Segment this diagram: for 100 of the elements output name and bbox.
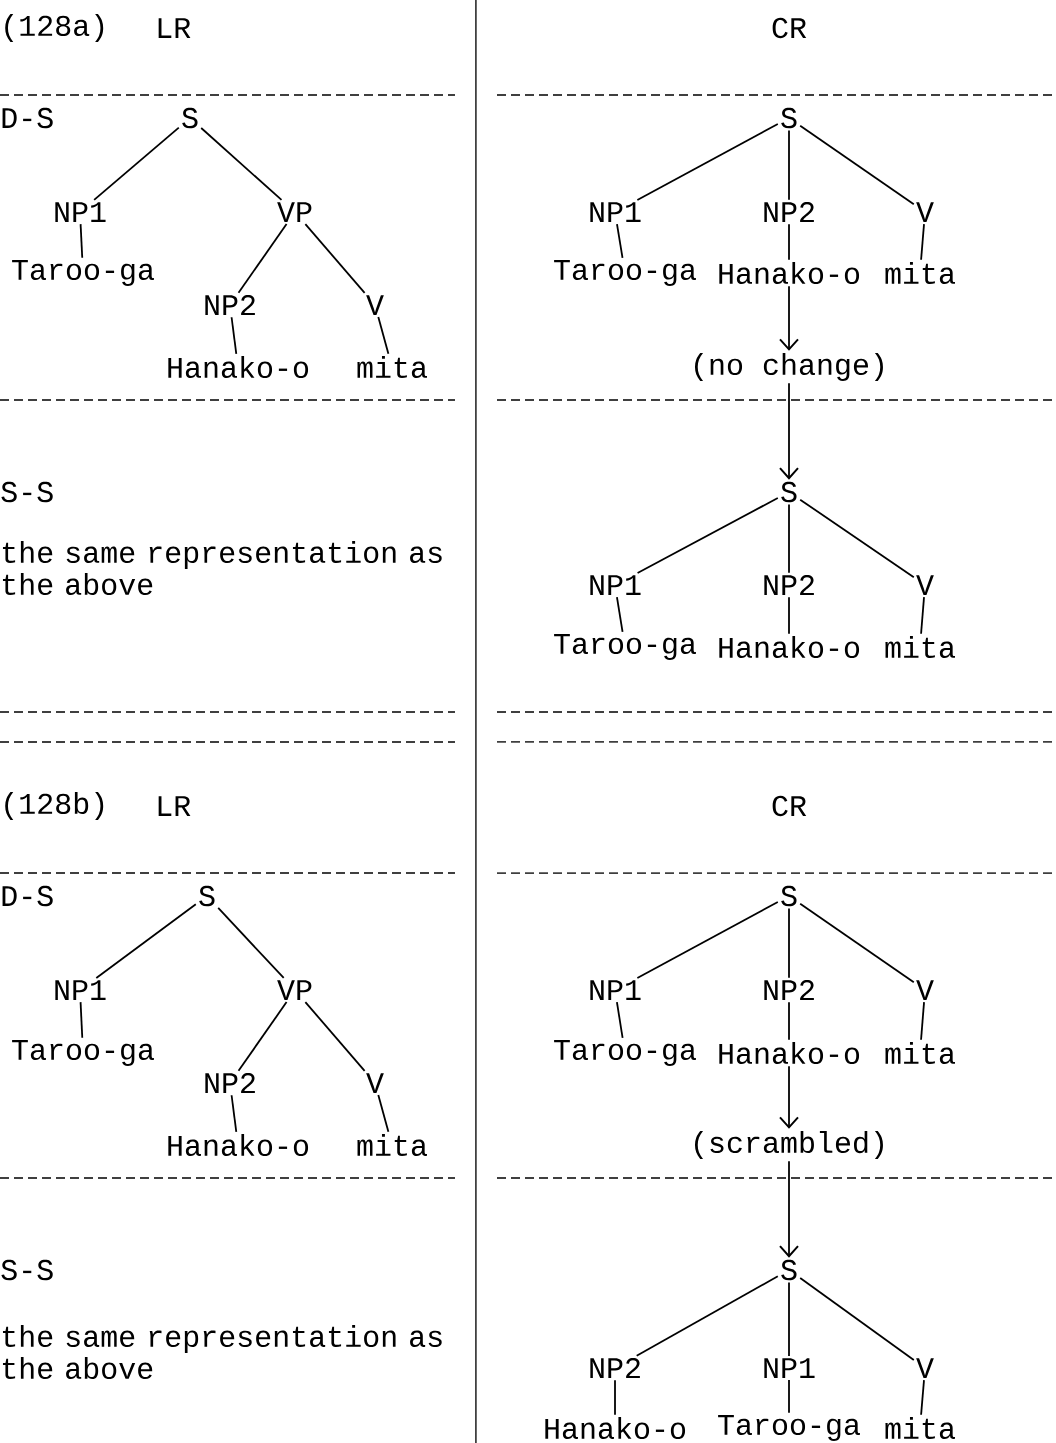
column-heading: LR (158, 18, 191, 38)
branch-line (200, 127, 283, 201)
level-label: S-S (1, 1259, 53, 1281)
branch-line (614, 1379, 616, 1416)
tree-node-label: Hanako-o (719, 636, 860, 659)
tree-node-label: NP2 (764, 201, 814, 223)
tree-node-label: NP1 (590, 575, 641, 595)
branch-line (377, 1094, 390, 1133)
branch-line (799, 902, 915, 984)
tree-node-label: VP (277, 980, 312, 1000)
tree-node-label: NP1 (590, 202, 641, 222)
tree-node-label: Taroo-ga (12, 1040, 154, 1066)
branch-line (304, 1001, 366, 1072)
branch-line (93, 126, 180, 201)
tree-node-label: Hanako-o (168, 356, 309, 379)
tree-node-label: V (916, 202, 934, 222)
example-number: (128b) (5, 792, 104, 820)
tree-node-label: NP2 (764, 574, 814, 596)
tree-node-label: NP2 (205, 294, 255, 316)
tree-node-label: Hanako-o (168, 1134, 309, 1157)
branch-line (217, 907, 285, 979)
arrow (779, 285, 799, 351)
tree-node-label: Taroo-ga (554, 260, 696, 286)
tree-node-label: S (182, 107, 198, 129)
branch-line (920, 1379, 925, 1416)
branch-line (616, 596, 624, 633)
level-label: D-S (2, 107, 53, 129)
branch-line (799, 124, 915, 206)
tree-node-label: (scrambled) (695, 1131, 883, 1159)
column-heading: LR (158, 796, 191, 816)
branch-line (920, 596, 925, 635)
level-label: S-S (1, 481, 53, 503)
branch-line (799, 1277, 915, 1361)
branch-line (377, 316, 390, 355)
tree-node-label: (no change) (695, 353, 883, 381)
tree-node-label: V (366, 295, 384, 315)
tree-node-label: Hanako-o (719, 262, 860, 285)
branch-line (237, 223, 288, 294)
branch-line (237, 1001, 288, 1072)
branch-line (230, 1094, 238, 1133)
arrow (779, 1065, 799, 1129)
branch-line (920, 1001, 925, 1041)
branch-line (788, 1379, 790, 1414)
note-text: the same representation as the above (3, 541, 442, 596)
tree-node-label: V (916, 575, 934, 595)
tree-node-label: S (781, 1259, 797, 1281)
tree-node-label: NP2 (205, 1072, 255, 1094)
level-label: D-S (2, 885, 53, 907)
tree-node-label: mita (885, 262, 955, 285)
tree-node-label: Hanako-o (545, 1417, 686, 1440)
tree-node-label: NP1 (590, 980, 641, 1000)
tree-node-label: Taroo-ga (718, 1415, 860, 1441)
tree-node-label: mita (357, 356, 427, 379)
tree-node-label: S (781, 107, 797, 129)
tree-node-label: NP1 (55, 202, 106, 222)
branch-line (635, 1275, 779, 1357)
branch-line (788, 596, 790, 635)
branch-line (920, 223, 925, 261)
tree-node-label: mita (885, 636, 955, 659)
branch-line (636, 497, 779, 574)
branch-line (304, 223, 366, 294)
branch-line (788, 1001, 790, 1041)
branch-line (79, 1001, 84, 1039)
tree-node-label: mita (357, 1134, 427, 1157)
tree-node-label: NP1 (55, 980, 106, 1000)
tree-node-label: S (199, 885, 215, 907)
branch-line (230, 316, 238, 355)
tree-node-label: Hanako-o (719, 1042, 860, 1065)
branch-line (799, 498, 915, 579)
tree-node-label: V (916, 1358, 934, 1378)
tree-node-label: S (781, 885, 797, 907)
tree-node-label: V (916, 980, 934, 1000)
tree-node-label: Taroo-ga (554, 634, 696, 660)
tree-node-label: mita (885, 1417, 955, 1440)
tree-node-label: VP (277, 202, 312, 222)
column-heading: CR (772, 17, 807, 39)
tree-node-label: NP2 (764, 979, 814, 1001)
tree-node-label: NP2 (590, 1357, 640, 1379)
branch-line (616, 223, 624, 259)
tree-node-label: V (366, 1073, 384, 1093)
tree-node-label: S (781, 481, 797, 503)
branch-line (788, 1281, 790, 1357)
tree-node-label: mita (885, 1042, 955, 1065)
branch-line (636, 901, 779, 979)
arrow (779, 1160, 799, 1258)
branch-line (636, 123, 779, 201)
branch-line (788, 129, 790, 201)
arrow (779, 382, 799, 480)
tree-node-label: Taroo-ga (12, 260, 154, 286)
column-heading: CR (772, 795, 807, 817)
example-number: (128a) (5, 14, 104, 42)
branch-line (788, 223, 790, 261)
branch-line (788, 907, 790, 979)
tree-node-label: NP1 (764, 1358, 815, 1378)
branch-line (79, 223, 84, 259)
branch-line (616, 1001, 624, 1039)
tree-node-label: Taroo-ga (554, 1040, 696, 1066)
branch-line (788, 503, 790, 574)
branch-line (95, 903, 197, 979)
note-text: the same representation as the above (3, 1325, 442, 1380)
